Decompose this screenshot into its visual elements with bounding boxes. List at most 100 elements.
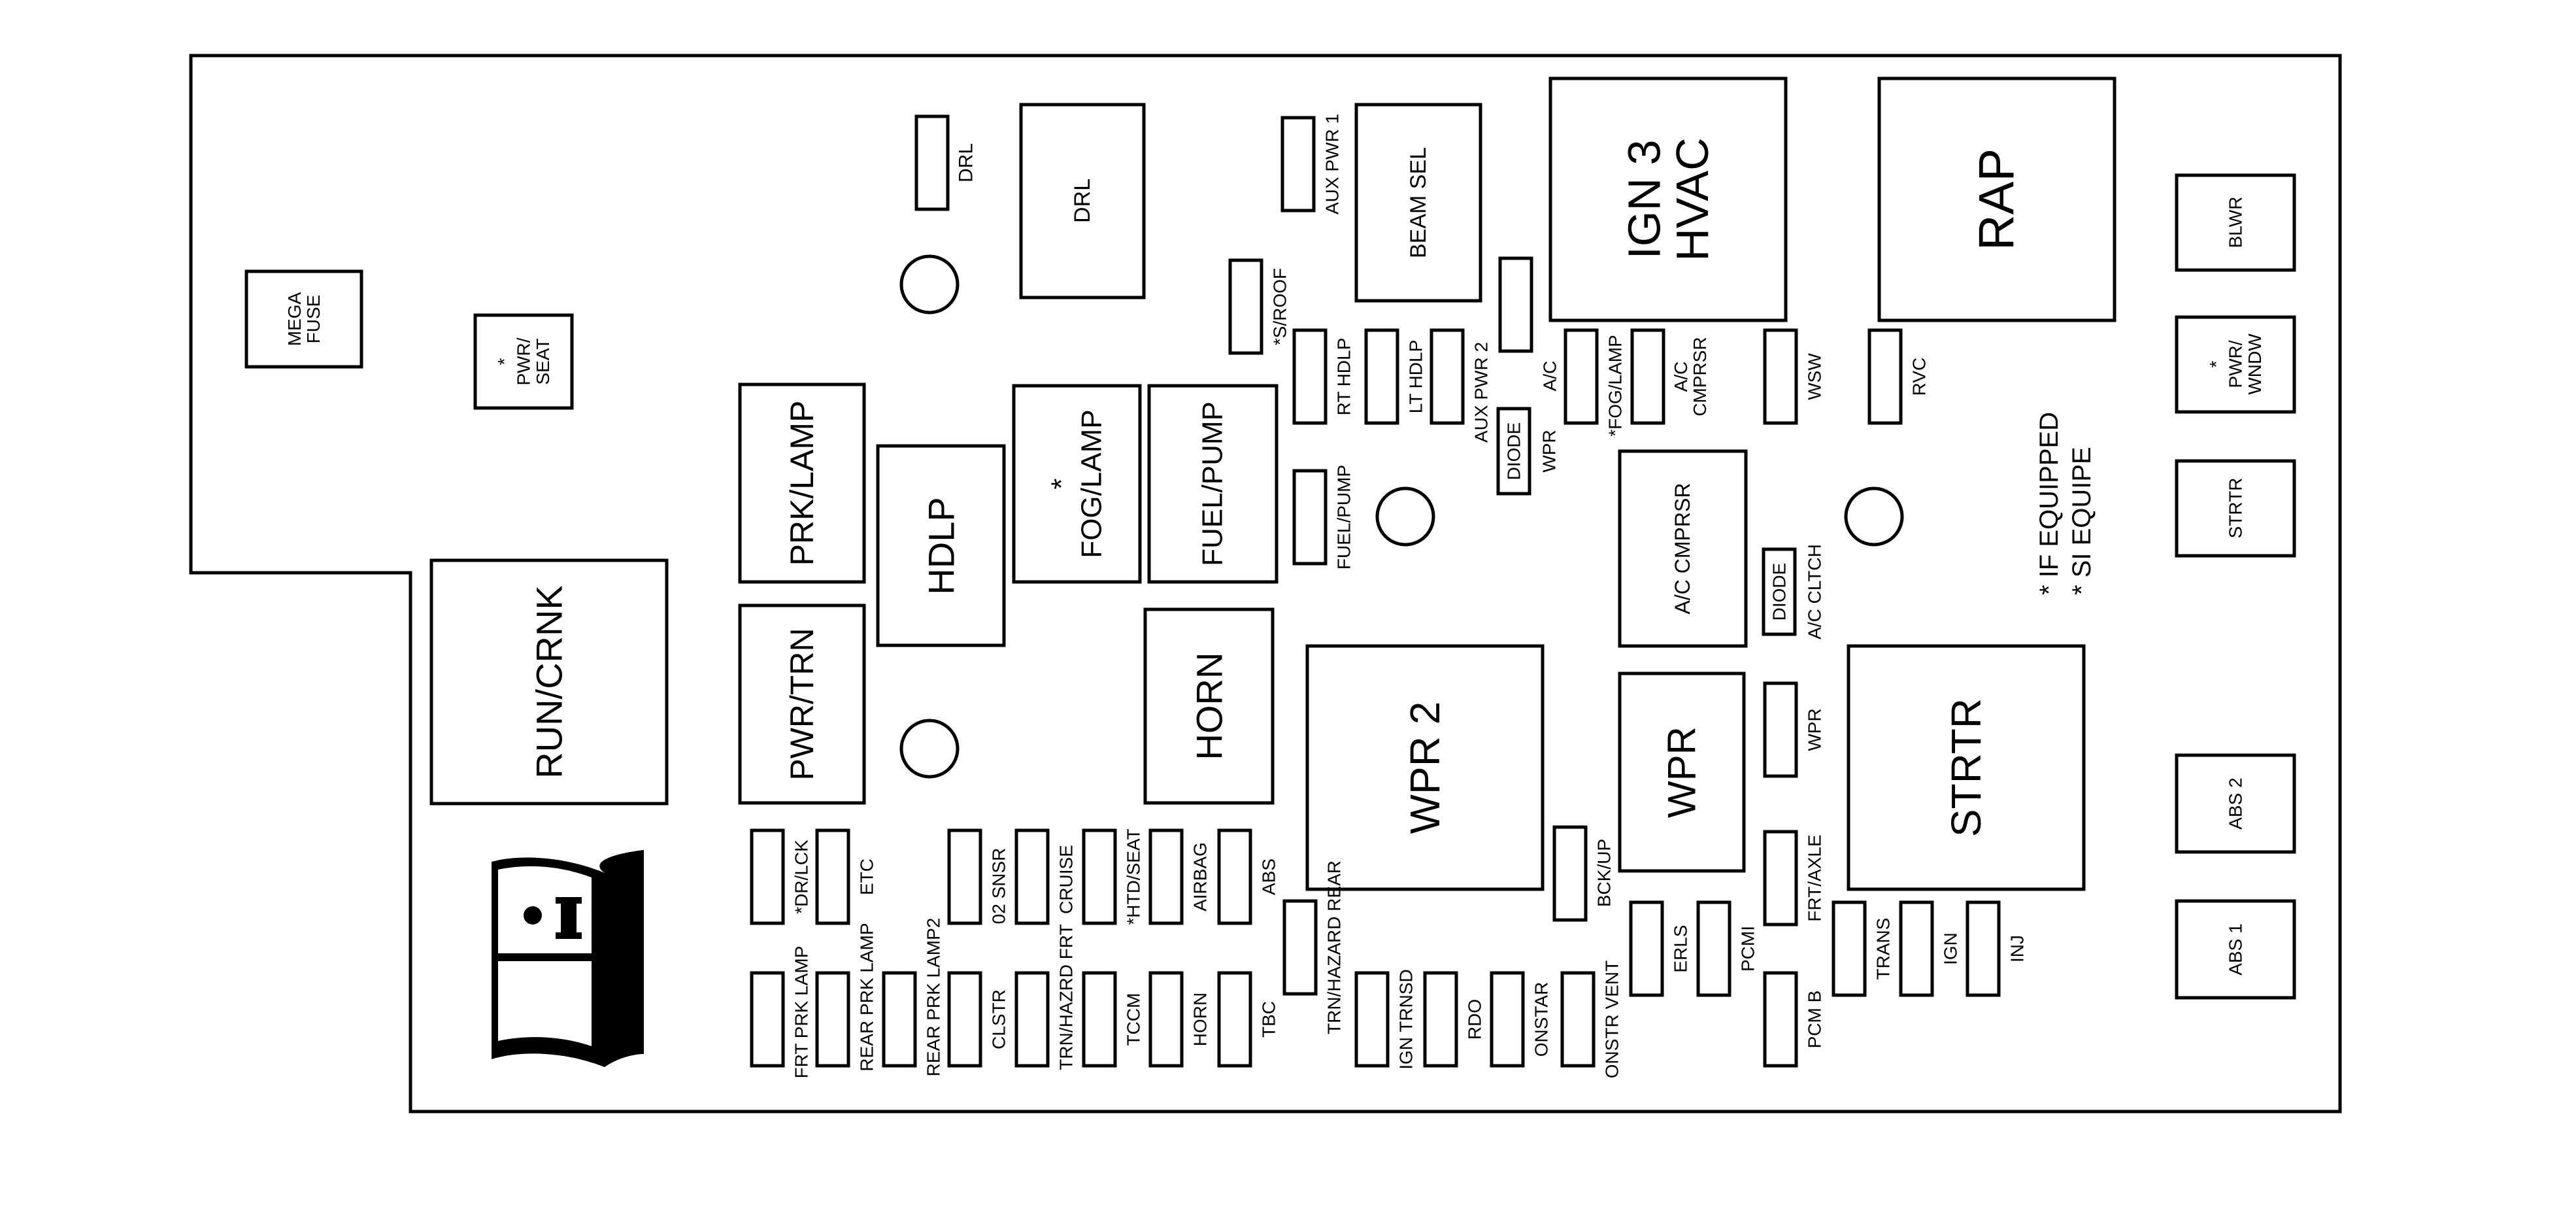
fog-lamp-relay: *FOG/LAMP [1012, 384, 1142, 584]
bck-up-fuse: BCK/UP [1552, 825, 1614, 922]
frt-axle-fuse: FRT/AXLE [1763, 830, 1825, 926]
ac-clutch-label: A/C CLTCH [1805, 544, 1825, 639]
rt-hdlp-fuse: RT HDLP [1292, 328, 1354, 425]
s-roof-fuse: *S/ROOF [1228, 258, 1290, 355]
wpr2-label: WPR 2 [1401, 702, 1448, 834]
wpr-fuse: WPR [1763, 681, 1825, 778]
trans-fuse: TRANS [1832, 900, 1894, 997]
diode-ac-label: DIODE [1769, 563, 1790, 621]
wsw-fuse: WSW [1763, 328, 1825, 425]
abs1-label: ABS 1 [2226, 923, 2246, 975]
fuel-pump-fuse-label: FUEL/PUMP [1334, 465, 1354, 570]
ac-fuse-label: A/C [1540, 361, 1560, 392]
frt-prk-lamp-fuse: FRT PRK LAMP [750, 946, 812, 1079]
drl-fuse-label: DRL [956, 143, 977, 182]
strtr-fuse: STRTR [2175, 459, 2296, 558]
mounting-hole [1375, 486, 1435, 547]
frt-axle-label: FRT/AXLE [1805, 834, 1825, 921]
diode-wpr-label: DIODE [1504, 422, 1524, 481]
o2-snsr-fuse: 02 SNSR [947, 828, 1009, 925]
horn-relay-label: HORN [1189, 653, 1230, 760]
wsw-label: WSW [1805, 353, 1825, 400]
trn-hazard-rear-label: TRN/HAZARD REAR [1324, 860, 1345, 1034]
htd-seat-fuse: *HTD/SEAT [1082, 828, 1144, 925]
rap-relay: RAP [1877, 76, 2116, 322]
ign3-hvac-label: IGN 3HVAC [1618, 137, 1718, 261]
mega-fuse-label: MEGAFUSE [284, 292, 324, 346]
mega-fuse: MEGAFUSE [244, 269, 363, 369]
rdo-label: RDO [1465, 999, 1485, 1040]
ac-fuse: A/C [1498, 256, 1560, 392]
lt-hdlp-label: LT HDLP [1406, 340, 1426, 414]
abs-fuse: ABS [1217, 828, 1279, 925]
ign-trnsd-fuse: IGN TRNSD [1354, 969, 1416, 1070]
mounting-hole [899, 719, 960, 779]
ac-clutch-label: A/C CLTCH [1805, 544, 1825, 639]
inj-label: INJ [2007, 935, 2028, 962]
wpr-label-small: WPR [1539, 430, 1560, 472]
mounting-hole [1844, 486, 1904, 547]
rt-hdlp-label: RT HDLP [1334, 338, 1354, 416]
pcmi-label: PCMI [1738, 926, 1758, 972]
blwr-relay: BLWR [2175, 173, 2296, 272]
cruise-label: CRUISE [1056, 845, 1077, 914]
pcm-b-label: PCM B [1805, 991, 1825, 1049]
pwr-wndw-fuse: *PWR/WNDW [2175, 315, 2296, 414]
ac-cmprsr-relay-label: A/C CMPRSR [1671, 483, 1694, 615]
pwr-trn-relay: PWR/TRN [738, 604, 866, 805]
ac-cmprsr-fuse: A/CCMPRSR [1630, 328, 1710, 425]
aux-pwr-2-label: AUX PWR 2 [1471, 342, 1492, 443]
legend-line-2: * SI EQUIPE [2067, 447, 2096, 595]
beam-sel-relay: BEAM SEL [1354, 103, 1482, 303]
diode-wpr: DIODE [1496, 407, 1531, 496]
wpr-small-label: WPR [1539, 430, 1560, 472]
trn-hazard-rear-fuse: TRN/HAZARD REAR [1282, 860, 1345, 1034]
tccm-fuse: TCCM [1082, 971, 1144, 1068]
htd-seat-label: *HTD/SEAT [1124, 828, 1144, 925]
rvc-fuse: RVC [1867, 328, 1930, 425]
horn-relay: HORN [1143, 607, 1275, 805]
o2-snsr-label: 02 SNSR [989, 848, 1009, 925]
inj-fuse: INJ [1965, 900, 2028, 997]
horn-fuse: HORN [1148, 971, 1211, 1068]
onstar-fuse: ONSTAR [1490, 971, 1552, 1068]
trn-hazrd-frt-fuse: TRN/HAZRD FRT [1014, 924, 1077, 1070]
lt-hdlp-fuse: LT HDLP [1364, 328, 1426, 425]
legend-line-1: * IF EQUIPPED [2035, 412, 2064, 595]
ac-cmprsr-fuse-label: A/CCMPRSR [1671, 337, 1710, 416]
hdlp-label: HDLP [921, 497, 962, 594]
cruise-fuse: CRUISE [1014, 828, 1077, 925]
abs2-fuse: ABS 2 [2175, 753, 2296, 854]
dr-lck-label: *DR/LCK [792, 840, 812, 914]
run-crnk-label: RUN/CRNK [529, 585, 570, 779]
if-equipped-legend: * IF EQUIPPED * SI EQUIPE [2035, 412, 2096, 595]
fog-lamp-fuse-label: *FOG/LAMP [1605, 335, 1626, 437]
run-crnk-relay: RUN/CRNK [429, 558, 669, 806]
trans-label: TRANS [1873, 918, 1894, 980]
pwr-seat-fuse: *PWR/SEAT [473, 313, 574, 410]
onstr-vent-fuse: ONSTR VENT [1560, 960, 1622, 1078]
ign-trnsd-label: IGN TRNSD [1396, 969, 1416, 1070]
bck-up-label: BCK/UP [1594, 839, 1614, 907]
horn-fuse-label: HORN [1190, 993, 1211, 1046]
frt-prk-lamp-label: FRT PRK LAMP [792, 946, 812, 1079]
fog-lamp-relay-label: *FOG/LAMP [1045, 409, 1107, 558]
pwr-seat-label: *PWR/SEAT [494, 337, 553, 385]
ign3-hvac-relay: IGN 3HVAC [1548, 76, 1788, 322]
drl-fuse: DRL [914, 114, 977, 211]
strtr-relay-label: STRTR [1943, 698, 1990, 837]
fuel-pump-relay: FUEL/PUMP [1147, 384, 1279, 584]
tbc-label: TBC [1259, 1001, 1279, 1038]
etc-label: ETC [857, 858, 877, 895]
wpr-relay-label: WPR [1660, 726, 1704, 818]
rvc-label: RVC [1909, 358, 1930, 396]
owner-manual-icon [492, 850, 644, 1067]
etc-fuse: ETC [815, 828, 877, 925]
rap-label: RAP [1969, 148, 2025, 250]
wpr-relay: WPR [1618, 672, 1746, 873]
onstr-vent-label: ONSTR VENT [1602, 960, 1622, 1078]
fuel-pump-relay-label: FUEL/PUMP [1197, 401, 1229, 566]
tbc-fuse: TBC [1217, 971, 1279, 1068]
ac-cmprsr-relay: A/C CMPRSR [1618, 449, 1748, 648]
